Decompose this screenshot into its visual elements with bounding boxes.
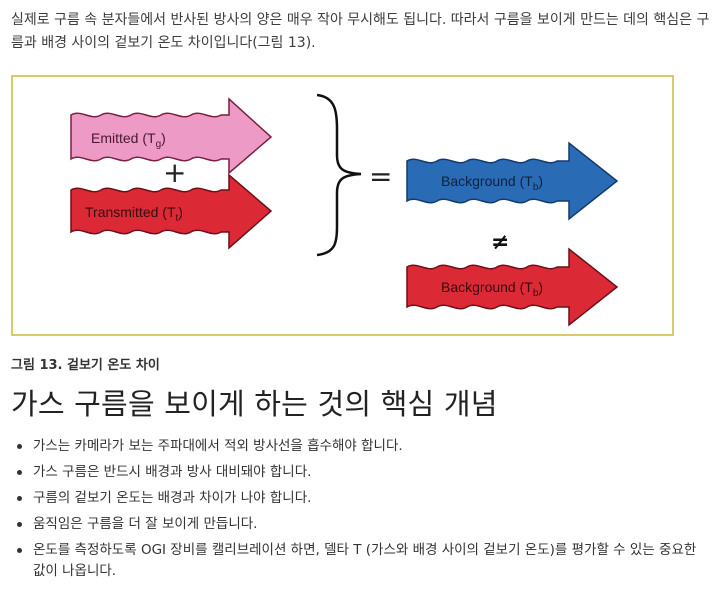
intro-paragraph: 실제로 구름 속 분자들에서 반사된 방사의 양은 매우 작아 무시해도 됩니다… (11, 12, 710, 51)
background-top-label: Background (Tb) (441, 173, 543, 193)
background-top-arrow (406, 141, 619, 221)
bullet-dot-icon (17, 522, 22, 527)
transmitted-label: Transmitted (Tt) (85, 204, 183, 224)
section-title: 가스 구름을 보이게 하는 것의 핵심 개념 (11, 387, 498, 421)
background-bottom-arrow (406, 247, 619, 327)
bullet-dot-icon (17, 496, 22, 501)
key-concepts-list: 가스는 카메라가 보는 주파대에서 적외 방사선을 흡수해야 합니다. 가스 구… (11, 436, 701, 587)
list-item: 가스는 카메라가 보는 주파대에서 적외 방사선을 흡수해야 합니다. (11, 436, 701, 457)
apparent-temperature-figure: Emitted (Tg) + Transmitted (Tt) = Backgr… (11, 75, 674, 336)
list-item: 가스 구름은 반드시 배경과 방사 대비돼야 합니다. (11, 462, 701, 483)
bullet-dot-icon (17, 470, 22, 475)
figure-diagram: Emitted (Tg) + Transmitted (Tt) = Backgr… (70, 93, 619, 327)
list-item: 구름의 겉보기 온도는 배경과 차이가 나야 합니다. (11, 488, 701, 509)
plus-sign: + (163, 156, 186, 189)
figure-caption: 그림 13. 겉보기 온도 차이 (11, 358, 160, 373)
equals-sign: = (369, 160, 392, 193)
emitted-arrow (70, 97, 273, 175)
not-equal-sign: ≠ (491, 230, 509, 255)
bullet-dot-icon (17, 444, 22, 449)
background-bottom-label: Background (Tb) (441, 279, 543, 299)
curly-brace (316, 93, 362, 257)
list-item: 온도를 측정하도록 OGI 장비를 캘리브레이션 하면, 델타 T (가스와 배… (11, 540, 701, 582)
list-item: 움직임은 구름을 더 잘 보이게 만듭니다. (11, 514, 701, 535)
bullet-dot-icon (17, 548, 22, 553)
transmitted-arrow (70, 173, 273, 250)
emitted-label: Emitted (Tg) (91, 130, 166, 150)
